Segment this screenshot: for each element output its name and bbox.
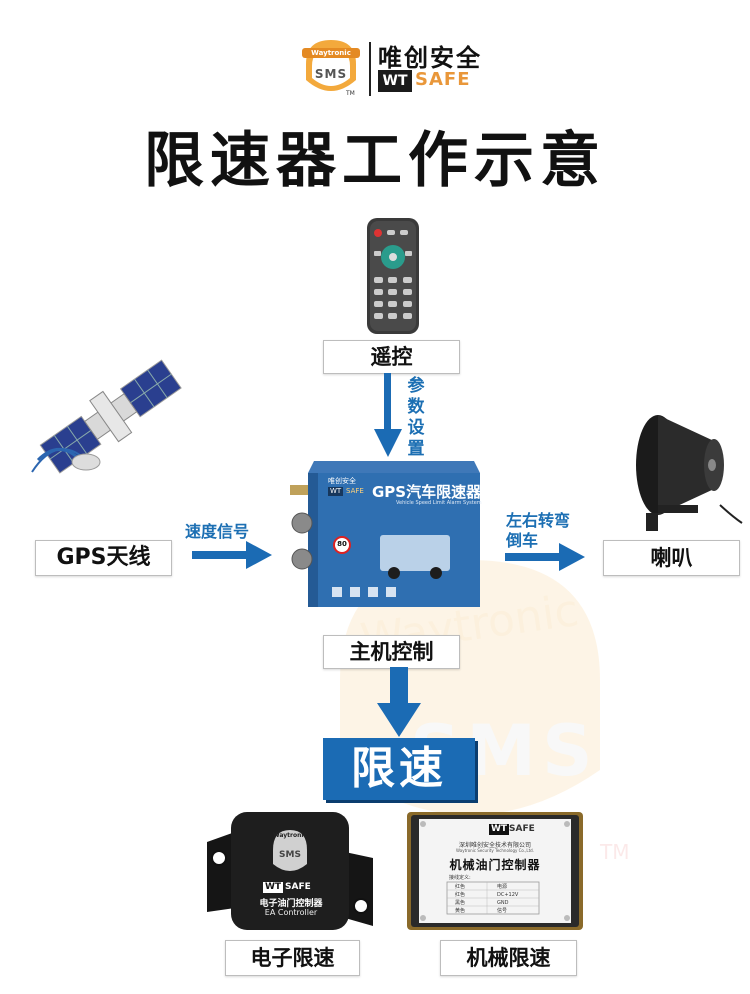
- turn-label: 左右转弯: [506, 511, 571, 530]
- speed-limit-banner: 限速: [323, 738, 475, 800]
- logo-brand-box: WT: [378, 70, 412, 92]
- remote-control-icon: [367, 218, 419, 334]
- horn-label: 喇叭: [603, 540, 740, 576]
- electronic-brand-box: WT: [263, 882, 284, 893]
- speed-signal-label: 速度信号: [185, 522, 250, 541]
- wire-def-3: GND: [497, 900, 509, 906]
- electronic-controller-image: Waytronic SMS WT SAFE 电子油门控制器 EA Control…: [205, 808, 375, 933]
- arrow-main-to-limit: [376, 667, 422, 739]
- device-speed-sign: 80: [337, 540, 347, 548]
- mechanical-company-en: Waytronic Security Technology Co.,Ltd.: [456, 848, 534, 853]
- gps-speed-limiter-device-icon: [290, 461, 480, 607]
- device-brand-cn: 唯创安全: [328, 477, 356, 485]
- mechanical-controller-image: WT SAFE 深圳唯创安全技术有限公司 Waytronic Security …: [405, 810, 585, 932]
- device-brand-box: WT: [328, 487, 344, 496]
- horn-image: [628, 405, 743, 535]
- logo-brand-cn: 唯创安全: [378, 44, 482, 72]
- satellite-image: [28, 350, 208, 495]
- logo-badge: Waytronic SMS TM: [300, 36, 362, 102]
- electronic-name-en: EA Controller: [264, 908, 318, 917]
- device-product-name: GPS汽车限速器: [372, 483, 482, 501]
- electronic-name-cn: 电子油门控制器: [259, 899, 323, 909]
- mechanical-controller-icon: [407, 812, 583, 930]
- arrow-right-icon: [505, 543, 585, 571]
- device-product-sub: Vehicle Speed Limit Alarm System: [396, 500, 482, 506]
- wire-color-2: 红色: [455, 892, 466, 898]
- electronic-mark: SMS: [279, 850, 301, 860]
- main-control-label: 主机控制: [323, 635, 460, 669]
- mechanical-brand-en: SAFE: [509, 824, 535, 834]
- mechanical-wire-heading: 接线定义:: [449, 875, 471, 881]
- mechanical-brand-box: WT: [489, 824, 510, 835]
- main-unit-image: 唯创安全 WT SAFE GPS汽车限速器 Vehicle Speed Limi…: [284, 455, 484, 615]
- helmet-logo-icon: [302, 40, 360, 91]
- device-brand-en: SAFE: [346, 487, 364, 495]
- wire-def-4: 信号: [497, 908, 508, 914]
- wire-color-1: 红色: [455, 884, 466, 890]
- reverse-label: 倒车: [506, 531, 539, 550]
- remote-control-image: [365, 217, 421, 337]
- wire-color-3: 黑色: [455, 900, 466, 906]
- satellite-icon: [31, 359, 182, 474]
- electronic-brand-en: SAFE: [285, 882, 311, 892]
- logo-divider: [369, 42, 371, 96]
- electronic-controller-icon: [207, 812, 373, 930]
- wire-color-4: 黄色: [455, 908, 466, 914]
- electronic-badge: Waytronic: [272, 832, 307, 839]
- logo-tm: TM: [346, 90, 355, 97]
- arrow-main-to-horn: [505, 542, 587, 572]
- remote-label: 遥控: [323, 340, 460, 374]
- mechanical-company-cn: 深圳唯创安全技术有限公司: [458, 842, 531, 849]
- arrow-remote-to-main: [373, 373, 403, 459]
- watermark-tm: TM: [600, 840, 630, 864]
- loudspeaker-horn-icon: [636, 415, 743, 531]
- param-setting-label: 参数设置: [407, 376, 425, 459]
- arrow-gps-to-main: [192, 540, 274, 570]
- wire-def-1: 电源: [497, 884, 508, 890]
- arrow-down-icon: [374, 373, 402, 457]
- wire-def-2: DC+12V: [497, 892, 519, 898]
- mechanical-name-cn: 机械油门控制器: [449, 858, 541, 872]
- gps-antenna-label: GPS天线: [35, 540, 172, 576]
- logo-brand-en: SAFE: [415, 69, 471, 90]
- logo-badge-text: Waytronic: [311, 49, 351, 57]
- logo-badge-mark: SMS: [314, 67, 348, 81]
- page-title: 限速器工作示意: [144, 126, 606, 196]
- arrow-right-icon: [192, 541, 272, 569]
- arrow-down-icon: [377, 667, 421, 737]
- electronic-limit-label: 电子限速: [225, 940, 360, 976]
- mechanical-limit-label: 机械限速: [440, 940, 577, 976]
